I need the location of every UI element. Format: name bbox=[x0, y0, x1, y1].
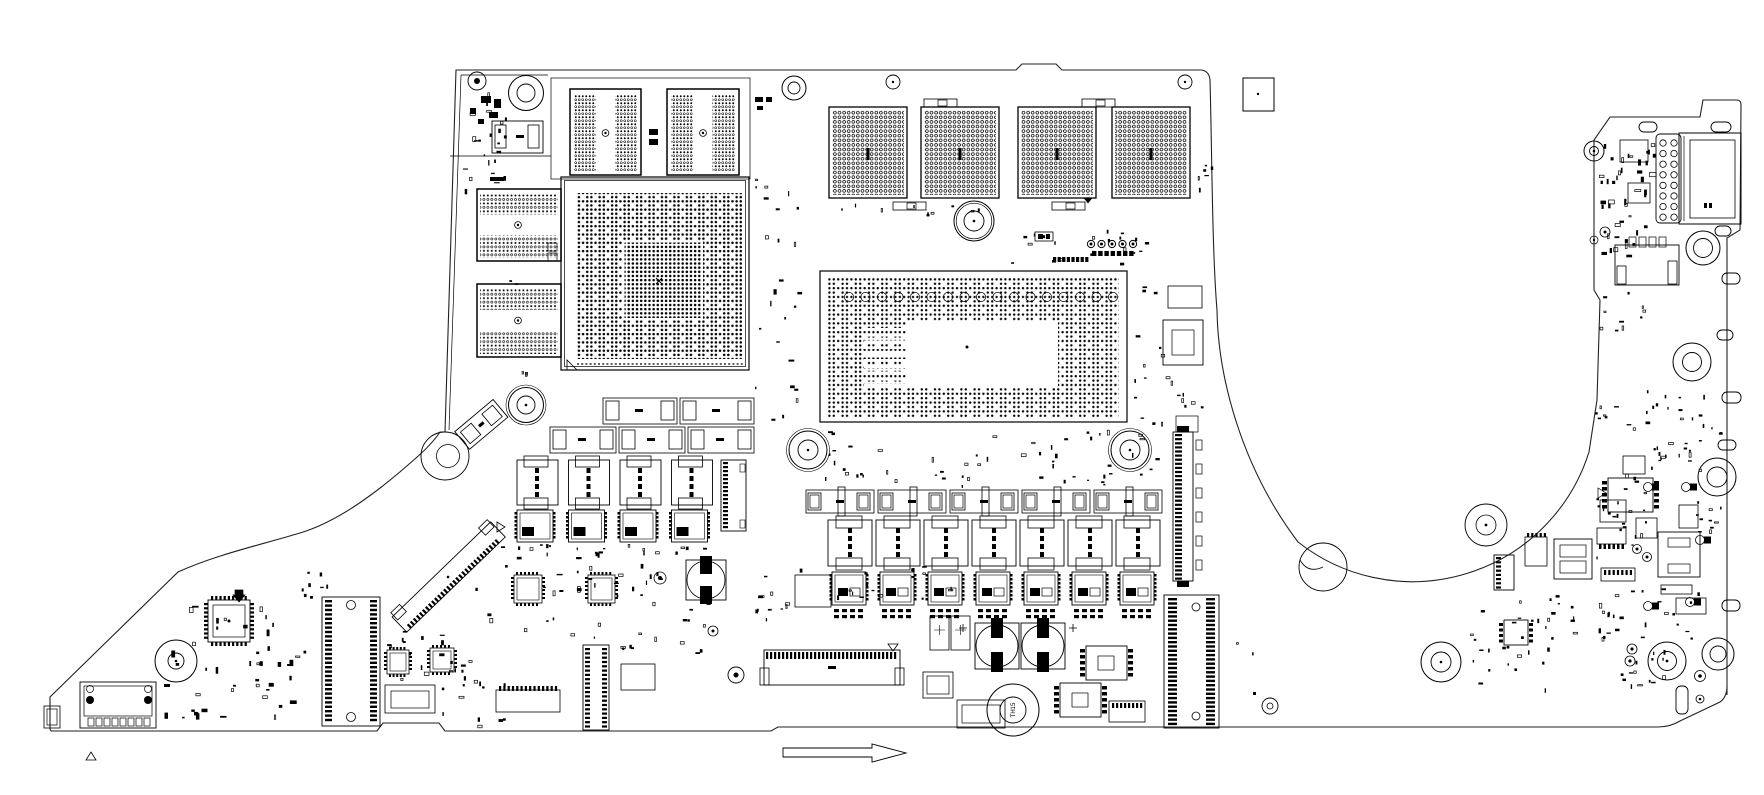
svg-text:TH15: TH15 bbox=[1011, 702, 1017, 717]
